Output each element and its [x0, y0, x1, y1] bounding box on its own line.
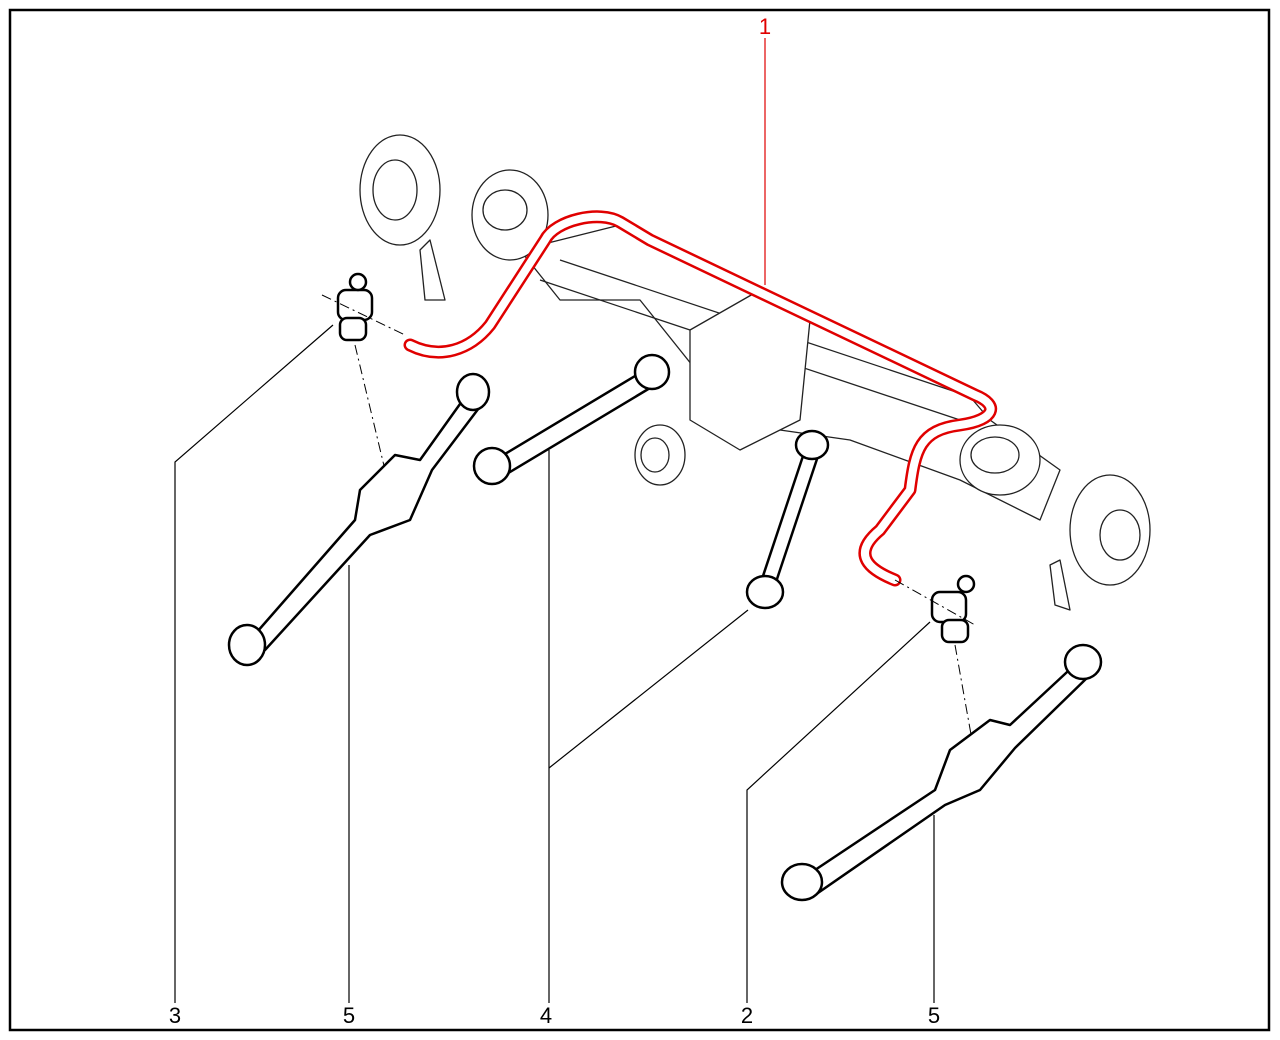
- callout-4: 4: [540, 1003, 552, 1028]
- callout-3: 3: [169, 1003, 181, 1028]
- callout-5-right: 5: [928, 1003, 940, 1028]
- upper-control-arm: [472, 353, 671, 486]
- callout-1: 1: [759, 14, 771, 39]
- callout-2: 2: [741, 1003, 753, 1028]
- lateral-link: [745, 429, 830, 610]
- leader-lines: [174, 38, 935, 1003]
- diagram-frame: [8, 8, 1271, 1032]
- stabilizer-bar: [403, 210, 997, 587]
- stabilizer-link-right: [894, 574, 976, 741]
- lower-control-arm-right: [780, 643, 1103, 902]
- callout-5-left: 5: [343, 1003, 355, 1028]
- lower-control-arm-left: [227, 372, 491, 667]
- stabilizer-link-left: [321, 272, 406, 471]
